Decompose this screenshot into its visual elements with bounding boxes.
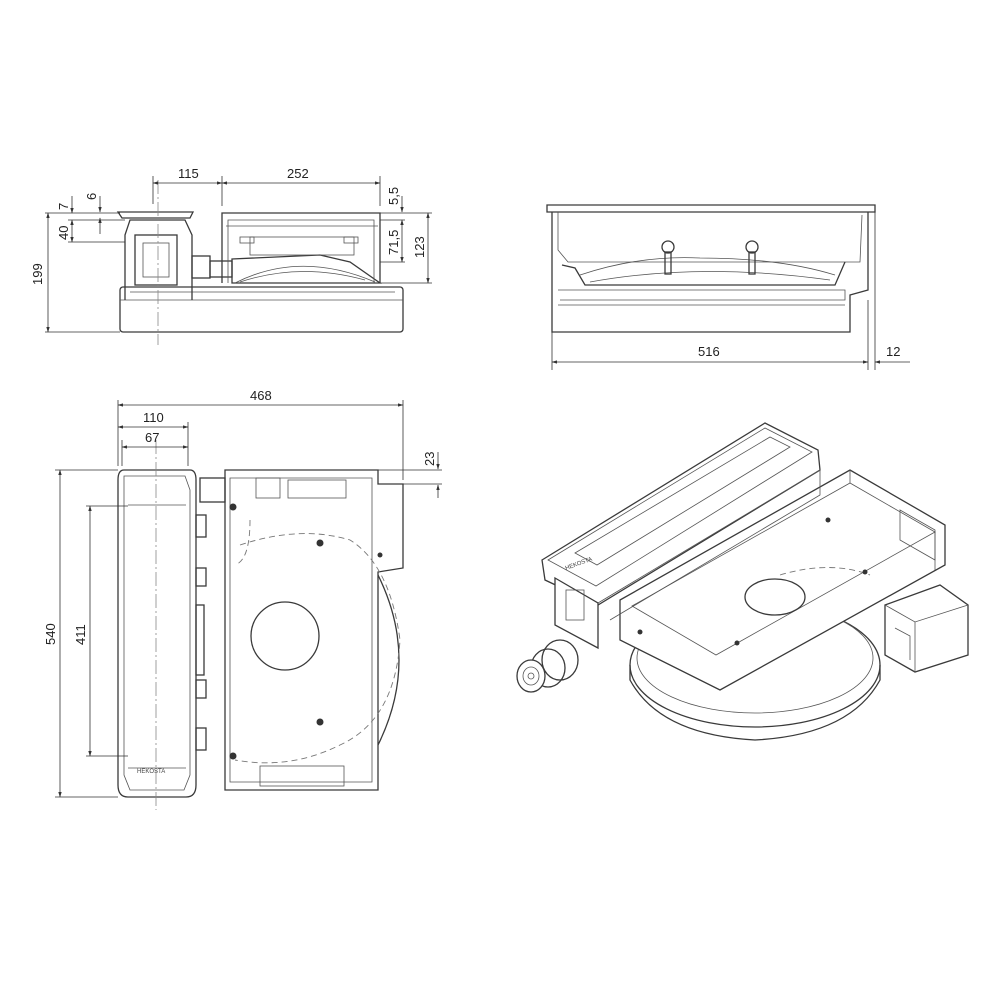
dim-7: 7 [56,203,71,210]
dim-6: 6 [84,193,99,200]
connector-fitting [516,639,579,693]
dim-199: 199 [30,263,45,285]
dim-123: 123 [412,236,427,258]
dim-40: 40 [56,226,71,240]
dim-252: 252 [287,166,309,181]
dim-516: 516 [698,344,720,359]
dim-23: 23 [422,452,437,466]
dim-67: 67 [145,430,159,445]
dim-12: 12 [886,344,900,359]
brand-mark: HEKOSTA [137,769,165,775]
dim-71-5: 71,5 [386,230,401,255]
side-view: 115 252 199 7 40 6 5,5 71,5 123 [30,166,432,345]
dim-5-5: 5,5 [386,187,401,205]
dim-110: 110 [143,410,164,425]
front-view: 516 12 [546,204,910,370]
dim-115: 115 [178,166,199,181]
top-view: HEKOSTA 468 110 67 [43,388,442,810]
dim-411: 411 [73,624,88,645]
dim-540: 540 [43,623,58,645]
dim-468: 468 [250,388,272,403]
isometric-view: HEKOSTA [516,422,969,741]
